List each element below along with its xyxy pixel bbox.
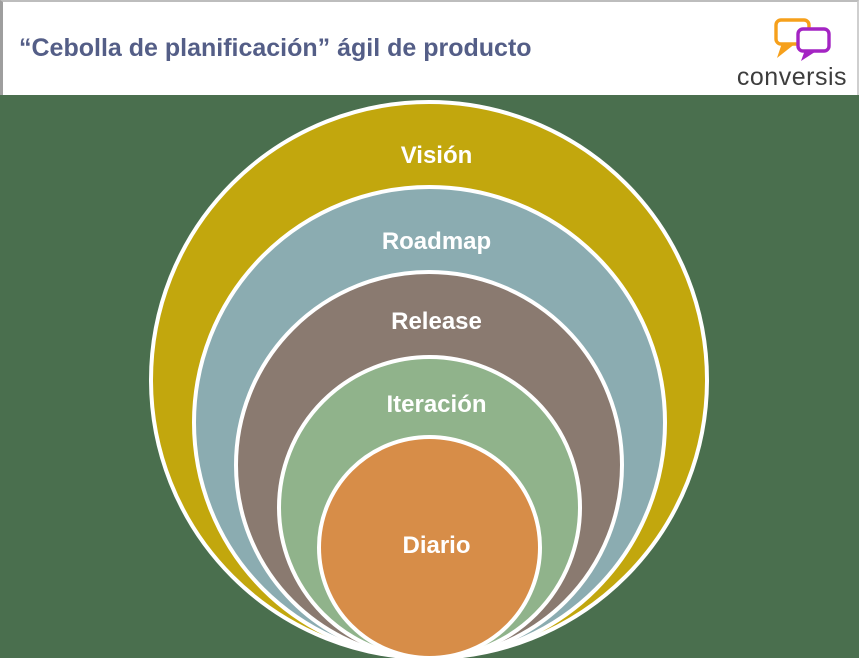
- orange-bubble-tail-icon: [776, 43, 796, 58]
- purple-bubble-icon: [796, 27, 831, 53]
- speech-bubbles-icon: [774, 18, 831, 61]
- conversis-logo: conversis: [737, 15, 847, 90]
- layer-circle-diario: [317, 435, 542, 658]
- page-title: “Cebolla de planificación” ágil de produ…: [19, 34, 532, 62]
- purple-bubble-tail-icon: [800, 50, 818, 61]
- header: “Cebolla de planificación” ágil de produ…: [0, 0, 859, 95]
- logo-text: conversis: [736, 63, 847, 91]
